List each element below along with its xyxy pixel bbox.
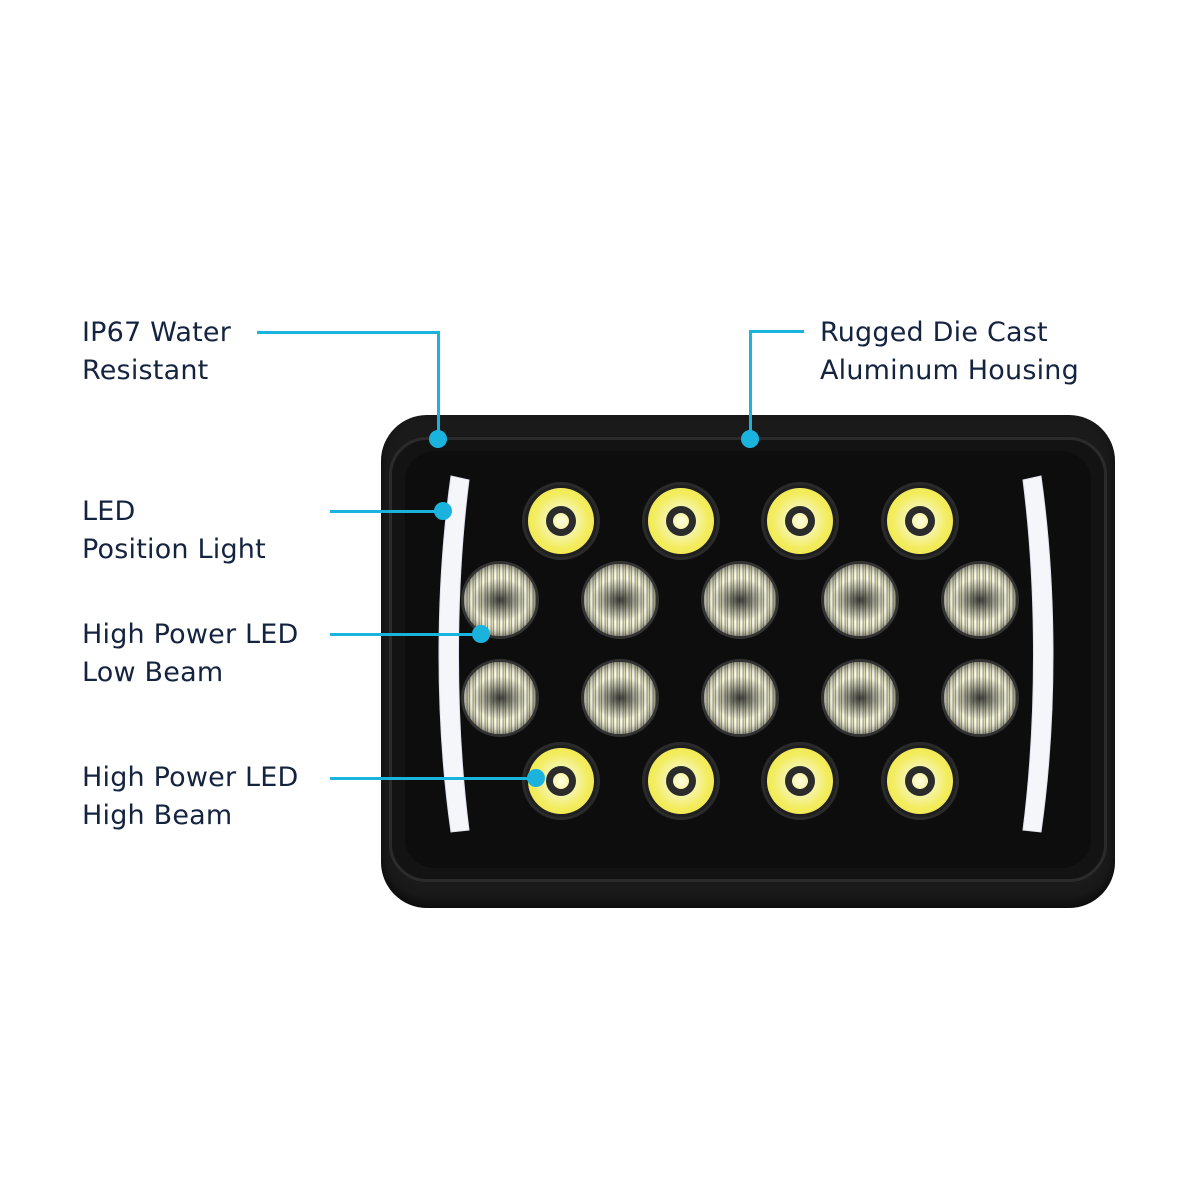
callout-line1: High Power LED <box>82 619 299 650</box>
high-beam-led <box>761 482 839 560</box>
callout-line2: High Beam <box>82 800 233 831</box>
high-beam-led <box>642 482 720 560</box>
low-beam-led <box>461 659 539 737</box>
position-light-bar-right <box>1022 475 1054 833</box>
low-beam-led <box>701 659 779 737</box>
position-light-bar-left <box>438 475 470 833</box>
callout-line1: High Power LED <box>82 762 299 793</box>
callout-housing-label: Rugged Die Cast Aluminum Housing <box>820 314 1079 390</box>
high-beam-led <box>761 742 839 820</box>
callout-line2: Aluminum Housing <box>820 355 1079 386</box>
callout-position-light-leader <box>330 510 442 513</box>
callout-line1: IP67 Water <box>82 317 231 348</box>
callout-line2: Position Light <box>82 534 266 565</box>
high-beam-led <box>881 742 959 820</box>
low-beam-led <box>941 659 1019 737</box>
callout-housing-leader-vertical <box>749 330 752 438</box>
low-beam-led <box>821 561 899 639</box>
callout-line2: Low Beam <box>82 657 224 688</box>
callout-high-beam-leader <box>330 777 535 780</box>
low-beam-led <box>581 561 659 639</box>
low-beam-led <box>461 561 539 639</box>
callout-line2: Resistant <box>82 355 209 386</box>
callout-low-beam-label: High Power LED Low Beam <box>82 616 299 692</box>
callout-ip67-dot <box>429 430 447 448</box>
high-beam-led <box>642 742 720 820</box>
callout-line1: LED <box>82 496 136 527</box>
callout-high-beam-label: High Power LED High Beam <box>82 759 299 835</box>
low-beam-led <box>941 561 1019 639</box>
headlight-housing <box>381 415 1115 908</box>
low-beam-led <box>701 561 779 639</box>
high-beam-led <box>881 482 959 560</box>
low-beam-led <box>821 659 899 737</box>
callout-position-light-dot <box>434 502 452 520</box>
callout-position-light-label: LED Position Light <box>82 493 266 569</box>
callout-high-beam-dot <box>527 769 545 787</box>
high-beam-led <box>522 482 600 560</box>
callout-ip67-leader-vertical <box>437 331 440 439</box>
callout-low-beam-dot <box>472 625 490 643</box>
callout-line1: Rugged Die Cast <box>820 317 1048 348</box>
low-beam-led <box>581 659 659 737</box>
callout-ip67-label: IP67 Water Resistant <box>82 314 231 390</box>
callout-ip67-leader <box>257 331 440 334</box>
high-beam-led <box>522 742 600 820</box>
callout-low-beam-leader <box>330 633 480 636</box>
callout-housing-leader <box>749 330 804 333</box>
callout-housing-dot <box>741 430 759 448</box>
